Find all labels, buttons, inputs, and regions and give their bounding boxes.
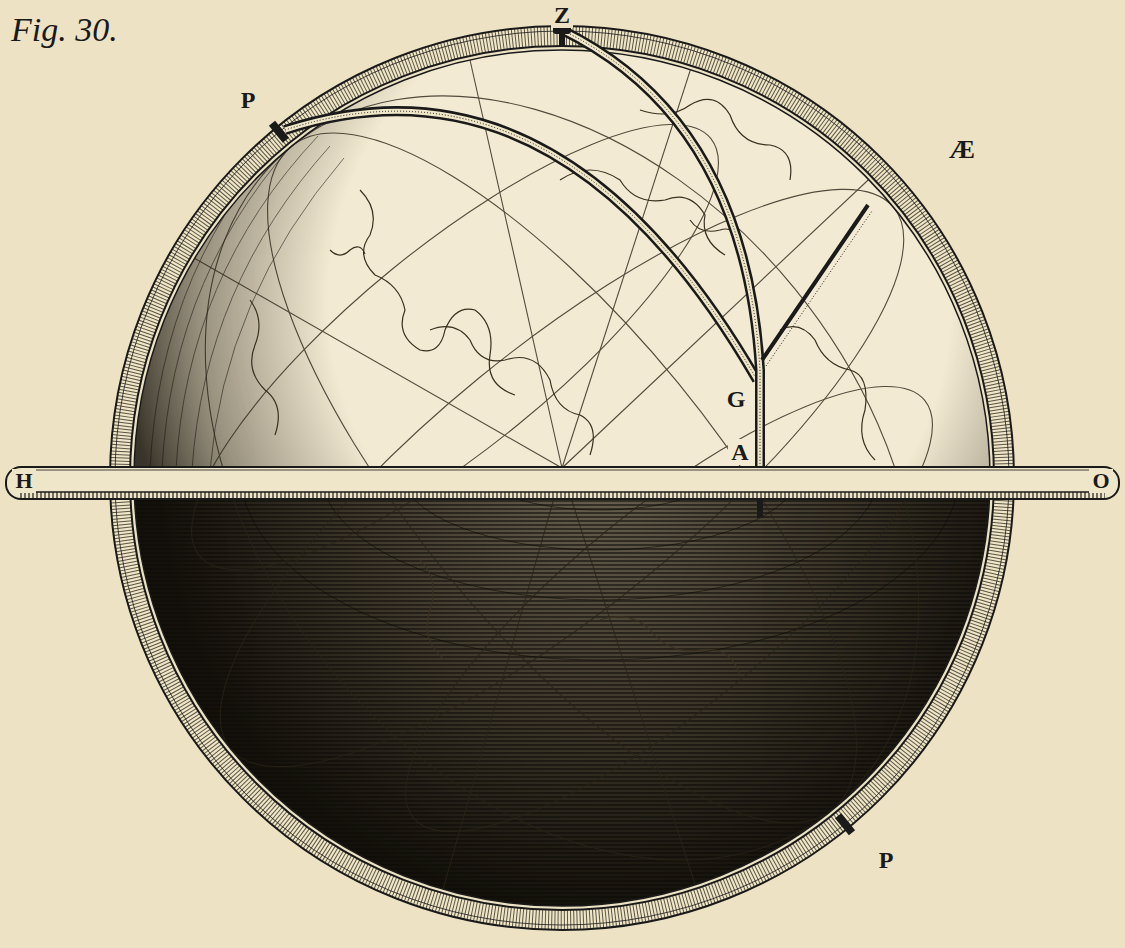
zenith-knob	[553, 25, 571, 47]
coastline	[250, 99, 875, 675]
equator-line	[762, 205, 872, 366]
meridian-arc	[285, 111, 757, 380]
point-letter: O	[1089, 469, 1112, 493]
point-letter: P	[238, 87, 259, 113]
point-letter: P	[876, 847, 897, 873]
point-letter: G	[724, 386, 749, 412]
point-letter: Z	[551, 2, 573, 28]
quadrant-of-altitude	[562, 30, 760, 466]
point-letter: A	[728, 439, 751, 465]
figure-number: Fig. 30.	[8, 12, 121, 48]
horizon-board	[5, 466, 1120, 518]
point-letter: Æ	[946, 136, 978, 164]
point-letter: H	[12, 469, 35, 493]
